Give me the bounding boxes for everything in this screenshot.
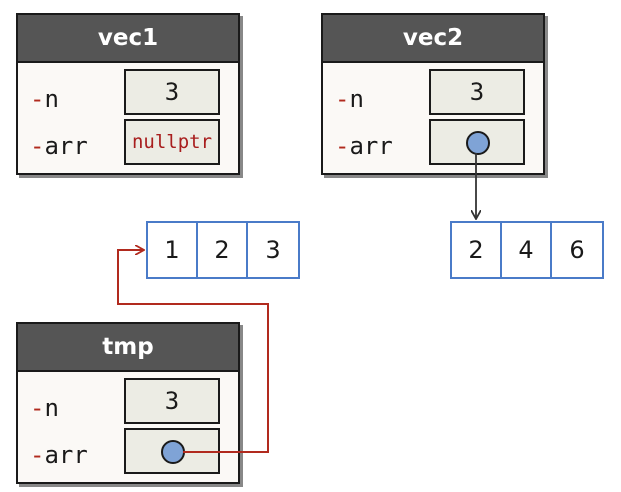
arr-value-nullptr: nullptr: [124, 119, 220, 165]
array-element: 2: [452, 223, 502, 277]
pointer-dot-icon: [466, 131, 490, 155]
tmp-object: tmp -n 3 -arr: [16, 322, 240, 484]
array-element: 1: [148, 223, 198, 277]
field-n: -n: [30, 85, 59, 113]
n-value: 3: [124, 378, 220, 424]
pointer-dot-icon: [161, 440, 185, 464]
n-value: 3: [429, 69, 525, 115]
array-element: 2: [198, 223, 248, 277]
n-value: 3: [124, 69, 220, 115]
vec1-object: vec1 -n 3 -arr nullptr: [16, 13, 240, 175]
field-arr: -arr: [30, 441, 88, 469]
vec2-object: vec2 -n 3 -arr: [321, 13, 545, 175]
array-b: 2 4 6: [450, 221, 604, 279]
array-element: 6: [569, 236, 585, 264]
object-title: vec1: [18, 15, 238, 63]
tmp-arr-pointer-arrow: [117, 250, 269, 453]
object-title: tmp: [18, 324, 238, 372]
array-element: 3: [265, 236, 281, 264]
field-n: -n: [30, 394, 59, 422]
field-arr: -arr: [335, 132, 393, 160]
array-a: 1 2 3: [146, 221, 300, 279]
field-n: -n: [335, 85, 364, 113]
object-title: vec2: [323, 15, 543, 63]
arr-pointer-cell: [429, 119, 525, 165]
array-element: 4: [502, 223, 552, 277]
field-arr: -arr: [30, 132, 88, 160]
